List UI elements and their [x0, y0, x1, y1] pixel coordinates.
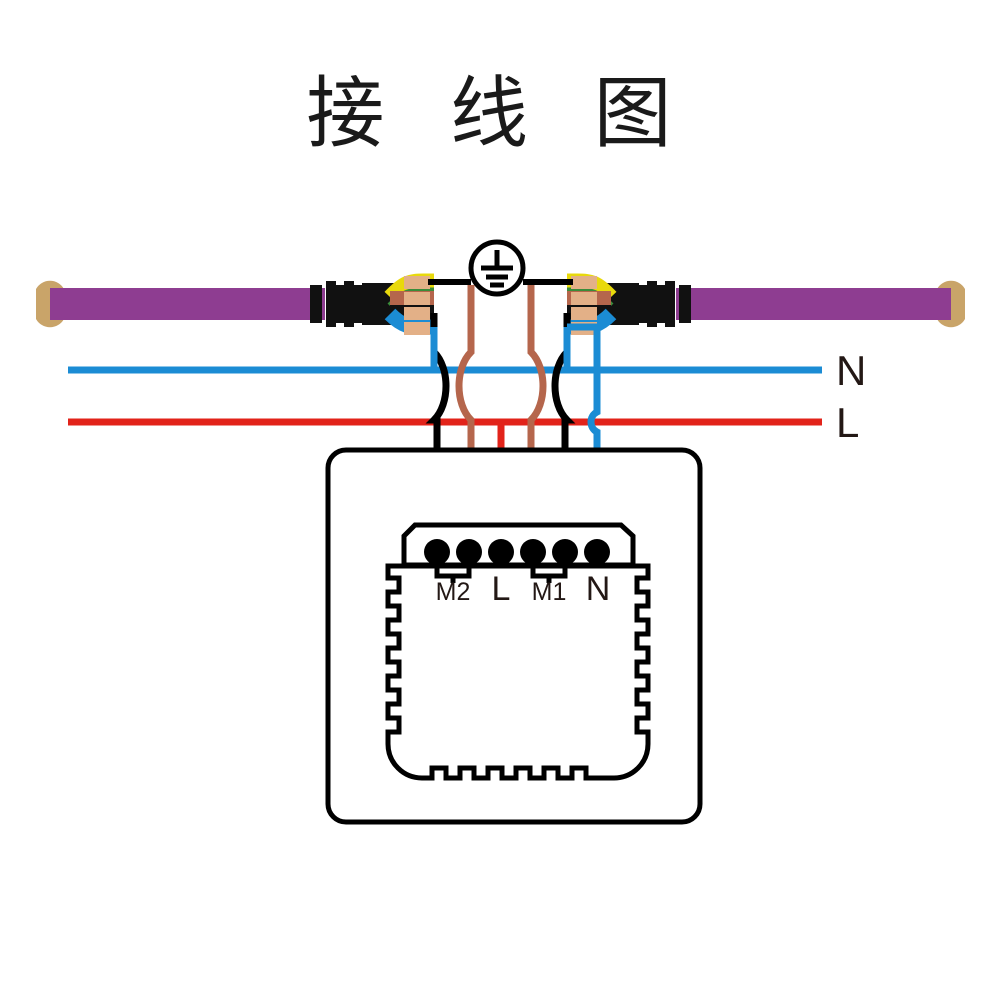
- terminal-dot-2[interactable]: [456, 539, 482, 565]
- ferrule-left-brown: [404, 292, 430, 305]
- blue-wire-neutral-to-terminal: [587, 327, 601, 545]
- ferrule-right-black: [571, 307, 597, 320]
- ferrule-right-earth: [571, 276, 597, 289]
- page-title: 接 线 图: [306, 69, 693, 157]
- cable-right: [676, 280, 965, 328]
- terminal-dot-6[interactable]: [584, 539, 610, 565]
- brown-wire-to-m2: [455, 285, 475, 545]
- terminal-label-l: L: [492, 570, 511, 608]
- neutral-bus-label: N: [836, 347, 866, 394]
- terminal-dot-3[interactable]: [488, 539, 514, 565]
- switch-module: [385, 522, 651, 781]
- terminal-brackets: [434, 566, 568, 583]
- terminal-dot-4[interactable]: [520, 539, 546, 565]
- connector-right: [607, 281, 691, 327]
- module-body: [385, 563, 651, 781]
- terminal-dots: [424, 539, 610, 565]
- terminal-label-n: N: [586, 570, 611, 608]
- cable-left: [36, 280, 325, 328]
- cable-sheath-left: [50, 288, 325, 320]
- ferrule-left-earth: [404, 276, 430, 289]
- conductors-right: [567, 273, 617, 335]
- terminal-dot-5[interactable]: [552, 539, 578, 565]
- ferrule-left-blue: [404, 322, 430, 335]
- terminal-label-m1: M1: [532, 578, 567, 606]
- brown-wire-to-m1: [527, 285, 547, 545]
- ferrule-left-black: [404, 307, 430, 320]
- ferrule-right-brown: [571, 292, 597, 305]
- protective-earth-icon: [468, 239, 526, 297]
- terminal-dot-1[interactable]: [424, 539, 450, 565]
- connector-left: [310, 281, 394, 327]
- cable-sheath-right: [676, 288, 951, 320]
- live-bus-label: L: [836, 399, 859, 446]
- terminal-label-m2: M2: [436, 578, 471, 606]
- conductors-left: [384, 273, 434, 335]
